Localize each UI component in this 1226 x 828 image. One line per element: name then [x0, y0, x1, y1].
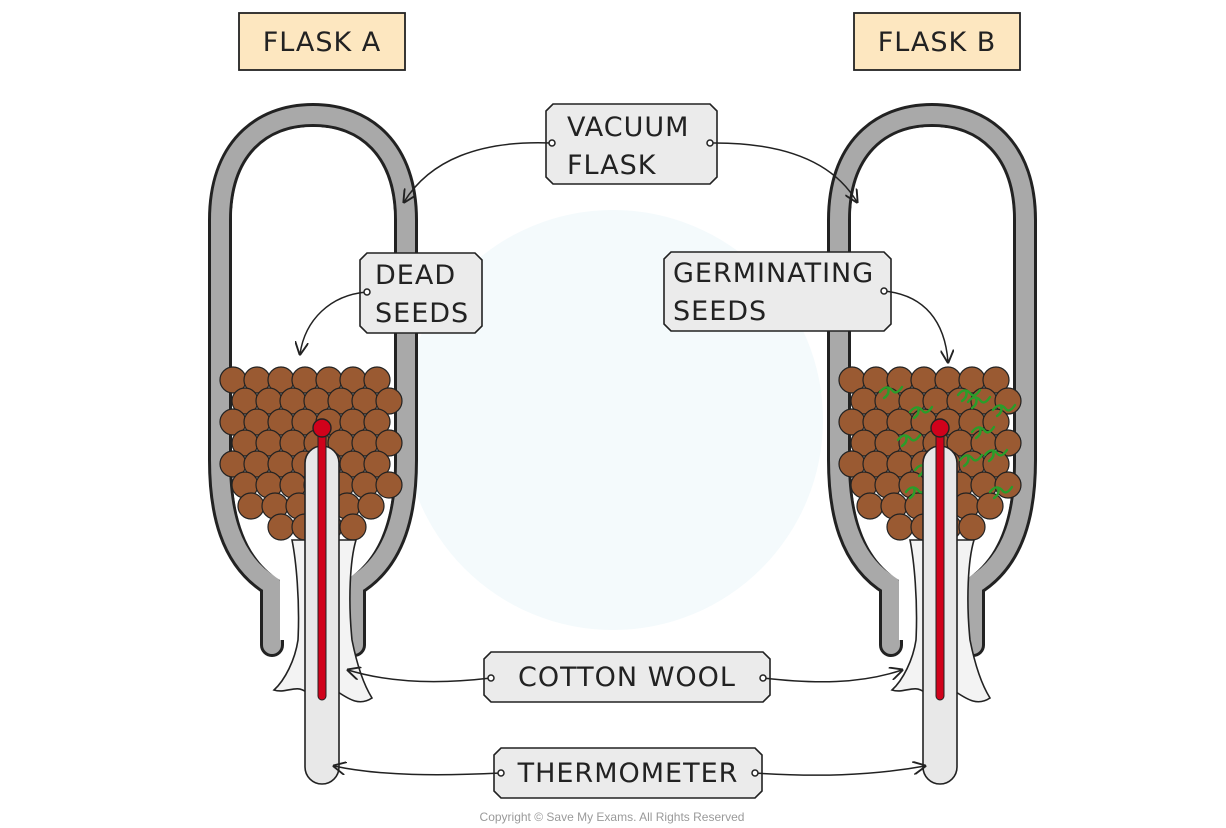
arrow-germinating-seeds — [883, 290, 948, 362]
sprout — [970, 425, 996, 440]
seed — [886, 513, 914, 541]
thermometer-label: THERMOMETER — [493, 747, 763, 799]
flask-b-title: FLASK B — [878, 27, 997, 58]
vacuum-flask-label-line1: VACUUM — [567, 112, 689, 143]
arrow-dead-seeds — [300, 291, 368, 354]
sprout — [988, 485, 1014, 500]
arrow-thermometer-a — [334, 766, 502, 776]
flask-a-title: FLASK A — [263, 27, 382, 58]
seed — [363, 408, 391, 436]
seed — [976, 492, 1004, 520]
sprout — [966, 395, 992, 410]
germinating-seeds-label: GERMINATING SEEDS — [663, 251, 892, 332]
flask-a-title-box: FLASK A — [238, 12, 406, 71]
arrow-cotton-b — [762, 670, 902, 683]
seed — [363, 366, 391, 394]
sprout — [956, 388, 982, 403]
copyright-notice: Copyright © Save My Exams. All Rights Re… — [480, 810, 745, 824]
pointer-arrows — [300, 139, 948, 777]
seed — [375, 471, 403, 499]
sprout — [896, 433, 922, 448]
dead-seeds-label-line1: DEAD — [375, 260, 456, 291]
seed — [267, 513, 295, 541]
vacuum-flask-label-line2: FLASK — [567, 150, 657, 181]
seed — [375, 429, 403, 457]
arrow-vacuum-a — [404, 141, 553, 202]
seed — [958, 513, 986, 541]
cotton-wool-label: COTTON WOOL — [483, 651, 771, 703]
seed — [994, 429, 1022, 457]
sprout — [983, 448, 1009, 463]
sprout — [908, 405, 934, 420]
germinating-seeds-label-line2: SEEDS — [673, 296, 767, 327]
vacuum-flask-label: VACUUM FLASK — [545, 103, 718, 185]
arrow-thermometer-b — [754, 766, 925, 776]
seed — [339, 513, 367, 541]
sprout — [878, 385, 904, 400]
seed — [363, 450, 391, 478]
arrow-cotton-a — [348, 670, 492, 683]
germinating-seeds-label-line1: GERMINATING — [673, 258, 874, 289]
cotton-wool-label-text: COTTON WOOL — [518, 662, 736, 693]
seed — [375, 387, 403, 415]
dead-seeds-label-line2: SEEDS — [375, 298, 469, 329]
seed — [237, 492, 265, 520]
arrow-vacuum-b — [709, 142, 857, 202]
flask-b — [827, 103, 1037, 785]
thermometer-label-text: THERMOMETER — [517, 758, 739, 789]
seed — [982, 366, 1010, 394]
flask-b-title-box: FLASK B — [853, 12, 1021, 71]
flask-a — [208, 103, 418, 785]
seed — [994, 471, 1022, 499]
seed — [856, 492, 884, 520]
sprout — [991, 403, 1017, 418]
seed — [982, 408, 1010, 436]
dead-seeds-label: DEAD SEEDS — [359, 252, 483, 334]
sprout — [958, 453, 984, 468]
seed — [357, 492, 385, 520]
